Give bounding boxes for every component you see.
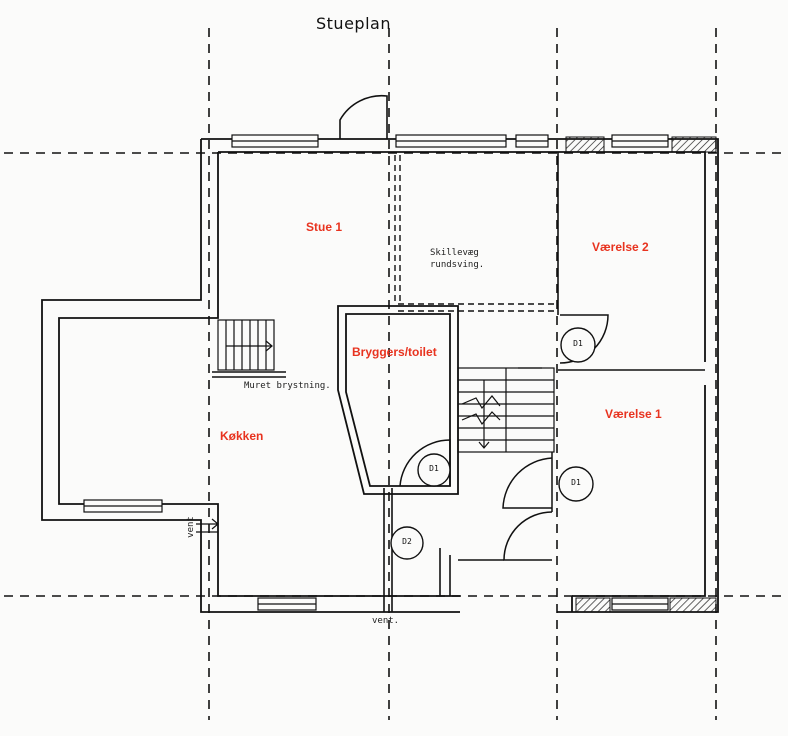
front-door (339, 94, 388, 139)
bryggers-enclosure (337, 305, 459, 495)
door-tag-d1-bryggers: D1 (429, 464, 439, 473)
plan-title: Stueplan (316, 14, 391, 33)
exterior-walls (41, 138, 719, 613)
note-brystning: Muret brystning. (244, 381, 331, 391)
note-skillevaeg: Skillevæg (430, 248, 479, 258)
room-label-vaerelse-1: Værelse 1 (605, 407, 662, 421)
room-label-bryggers: Bryggers/toilet (352, 345, 437, 359)
stairs-upper-left (217, 319, 275, 371)
door-tag-d1-vaerelse1: D1 (571, 478, 581, 487)
door-tag-d1-vaerelse2: D1 (573, 339, 583, 348)
room-label-stue-1: Stue 1 (306, 220, 343, 234)
windows (83, 134, 669, 611)
door-tag-d2-entry: D2 (402, 537, 412, 546)
note-vent-left: vent (185, 516, 196, 538)
door-tag-circles (390, 327, 596, 560)
room-label-vaerelse-2: Værelse 2 (592, 240, 649, 254)
note-vent-bottom: vent. (372, 616, 400, 626)
divider-dashed (394, 155, 558, 312)
vent-symbol (196, 518, 219, 533)
door-swings (399, 314, 609, 561)
note-rundsving: rundsving. (430, 260, 485, 270)
stairs-center (457, 367, 555, 453)
room-label-kokken: Køkken (220, 429, 264, 443)
hatched-wall-sections (565, 136, 717, 613)
